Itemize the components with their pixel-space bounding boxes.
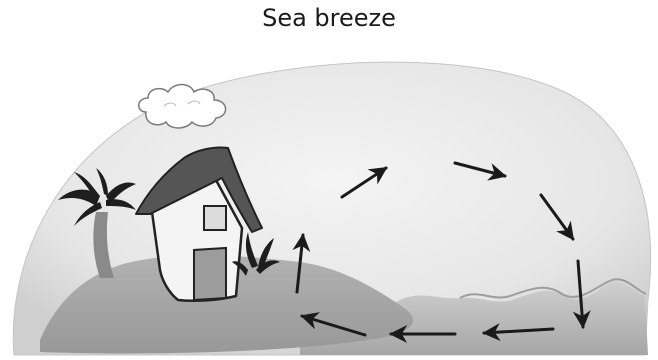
house-door xyxy=(194,248,226,300)
house-window xyxy=(204,206,226,230)
